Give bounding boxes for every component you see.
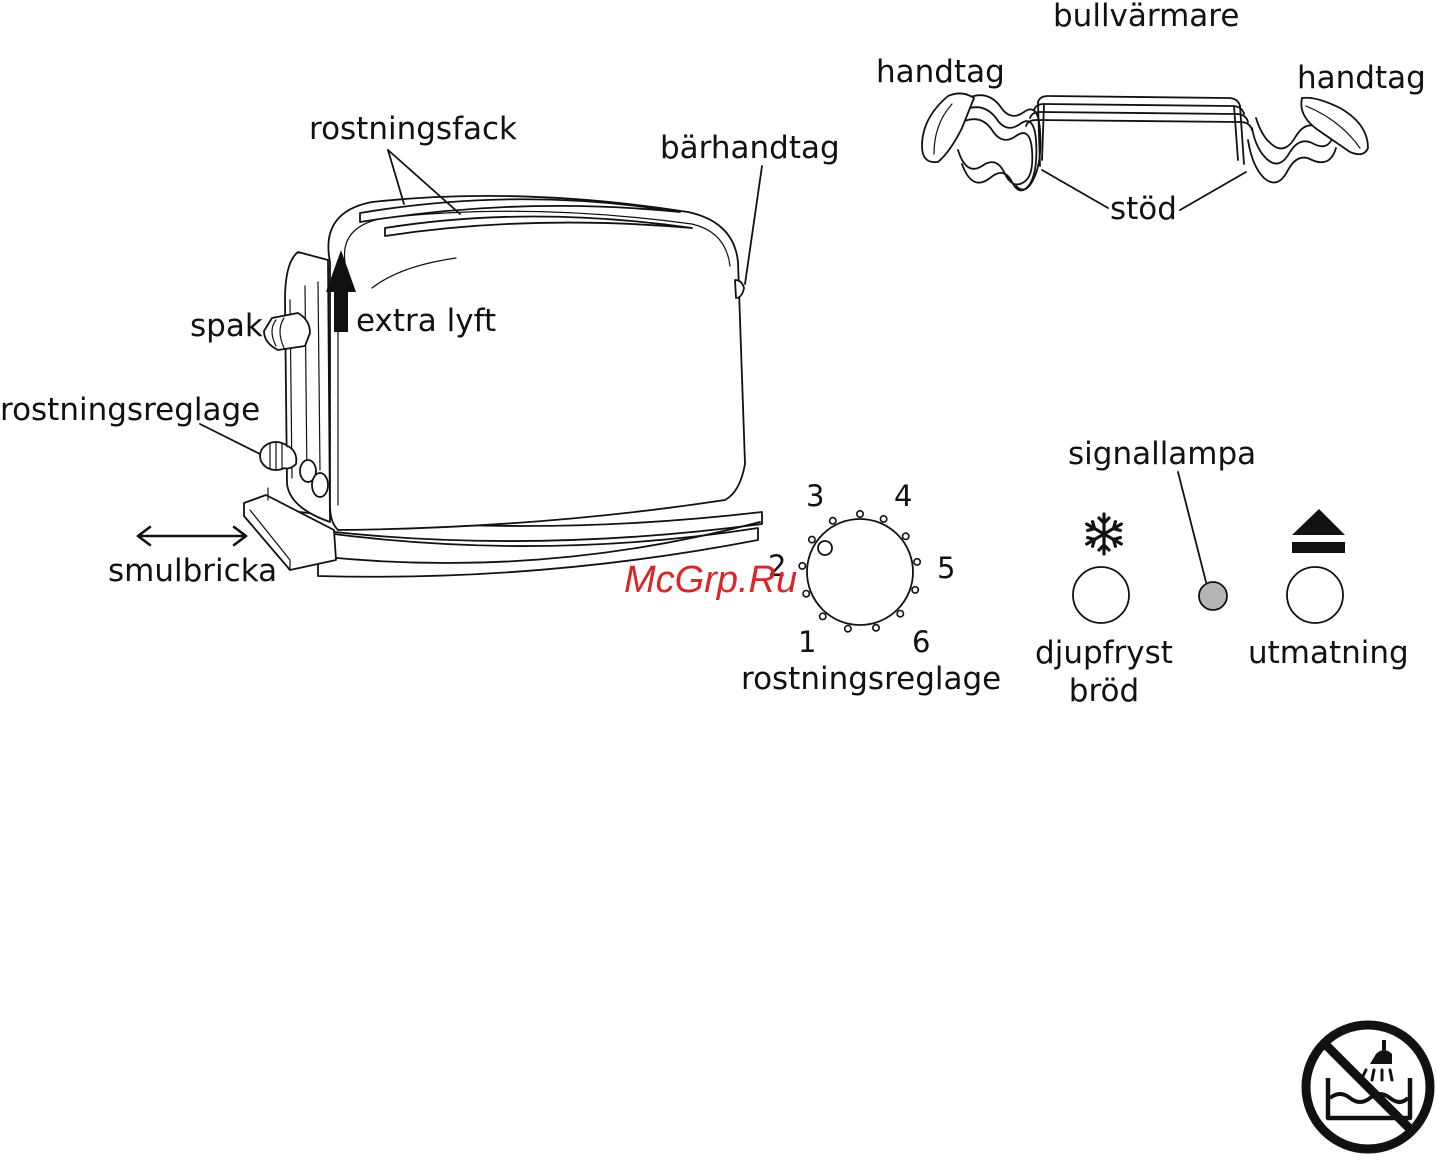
label-toasting-slots: rostningsfack: [309, 111, 517, 147]
label-extra-lift: extra lyft: [356, 303, 496, 339]
label-browning-control: rostningsreglage: [0, 392, 260, 428]
lever-knob: [264, 313, 310, 350]
watermark: McGrp.Ru: [624, 559, 797, 601]
dial-number-3: 3: [806, 479, 824, 513]
carry-handle: [735, 280, 744, 298]
dial-tick: [799, 563, 805, 569]
label-handle-left: handtag: [876, 54, 1005, 90]
label-handle-right: handtag: [1297, 60, 1426, 96]
dial-tick: [820, 613, 826, 619]
bun-warmer-illustration: [922, 93, 1368, 190]
dial-tick: [914, 559, 920, 565]
dial-tick: [845, 626, 851, 632]
dial-tick: [809, 536, 815, 542]
snowflake-icon: [1087, 514, 1122, 554]
label-frozen-line2: bröd: [1069, 673, 1139, 709]
browning-dial: [799, 511, 920, 632]
no-water-immersion-icon: [1306, 1025, 1430, 1149]
side-button-eject: [312, 473, 328, 497]
dial-tick: [857, 511, 863, 517]
dial-number-4: 4: [894, 479, 912, 513]
signal-lamp: [1199, 582, 1227, 610]
label-frozen-line1: djupfryst: [1035, 635, 1173, 671]
eject-icon: [1292, 509, 1345, 553]
eject-button: [1287, 567, 1343, 623]
dial-number-6: 6: [912, 625, 930, 659]
dial-tick: [903, 533, 909, 539]
dial-indicator: [818, 541, 832, 555]
dial-tick: [803, 591, 809, 597]
label-support: stöd: [1110, 191, 1177, 227]
dial-face: [807, 519, 913, 625]
dial-number-1: 1: [798, 625, 816, 659]
frozen-bread-button: [1073, 567, 1129, 623]
dial-tick: [873, 625, 879, 631]
label-crumb-tray: smulbricka: [108, 553, 277, 589]
toaster-illustration: [244, 196, 762, 577]
label-dial: rostningsreglage: [741, 661, 1001, 697]
label-bun-warmer: bullvärmare: [1053, 0, 1239, 34]
label-signal-lamp: signallampa: [1068, 436, 1256, 472]
signal-lamp-leader: [1178, 472, 1206, 582]
label-lever: spak: [190, 308, 263, 344]
dial-tick: [880, 516, 886, 522]
bun-warmer-handle-left: [922, 93, 974, 162]
rack-rail-4: [1026, 120, 1252, 130]
dial-tick: [830, 518, 836, 524]
dial-tick: [897, 611, 903, 617]
label-carry-handle: bärhandtag: [660, 130, 840, 166]
crumb-tray-slide-arrow-icon: [138, 527, 246, 545]
dial-number-5: 5: [937, 551, 955, 585]
label-eject: utmatning: [1248, 635, 1409, 671]
dial-tick: [912, 587, 918, 593]
toaster-body: [328, 196, 745, 530]
